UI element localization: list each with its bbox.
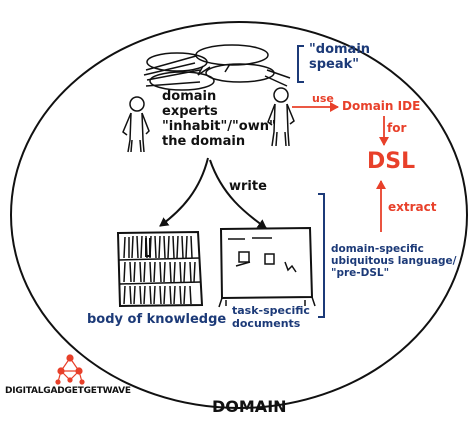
domain-speak-bracket — [297, 45, 304, 83]
domain-experts-label: domain experts "inhabit"/"own" the domai… — [162, 89, 276, 149]
domain-title: DOMAIN — [212, 397, 287, 416]
speech-bubbles-icon — [143, 44, 291, 91]
logo-icon — [55, 354, 85, 385]
write-arrow-right — [209, 159, 267, 229]
write-label: write — [229, 179, 267, 194]
ubiquitous-language-label: domain-specific ubiquitous language/ "pr… — [331, 243, 457, 280]
bookshelf-icon — [116, 230, 204, 308]
watermark-logo-text: DIGITALGADGETGETWAVE — [5, 386, 131, 396]
expert-figure-right-icon — [267, 87, 295, 147]
domain-ide-label: Domain IDE — [342, 99, 421, 113]
domain-speak-label: "domain speak" — [309, 42, 371, 72]
extract-label: extract — [388, 200, 437, 214]
dsl-label: DSL — [367, 149, 416, 174]
task-documents-label: task-specific documents — [232, 304, 310, 330]
expert-figure-left-icon — [122, 96, 150, 153]
for-label: for — [387, 121, 407, 135]
write-arrow-left — [159, 157, 209, 227]
use-label: use — [312, 92, 334, 105]
body-of-knowledge-label: body of knowledge — [87, 312, 227, 327]
documents-board-icon — [218, 226, 316, 308]
domain-boundary — [10, 21, 468, 409]
documents-bracket — [318, 193, 325, 318]
